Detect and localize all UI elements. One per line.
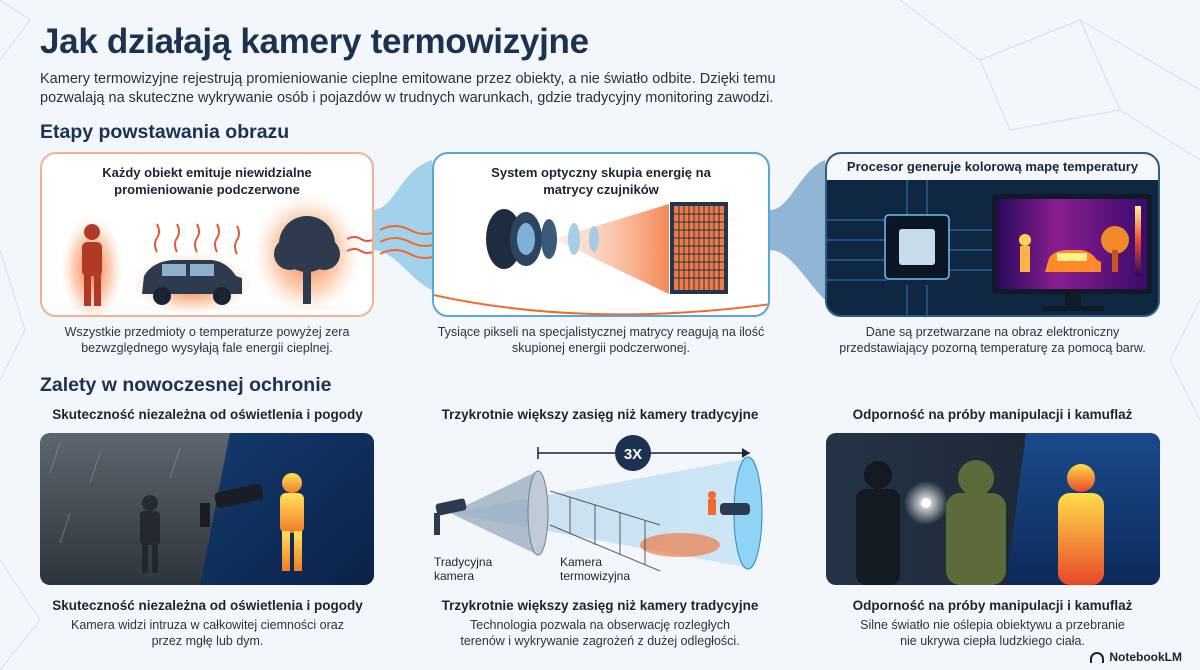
advantage-title: Odporność na próby manipulacji i kamufla… [852, 407, 1133, 422]
label-thermal-camera: Kamera termowizyjna [560, 555, 631, 583]
thermal-person-icon [280, 473, 304, 571]
masked-person-icon [856, 461, 900, 585]
fence-icon [549, 490, 661, 572]
stage-panel-optics: System optyczny skupia energię na matryc… [432, 152, 770, 317]
stage-title: System optyczny skupia energię na matryc… [491, 165, 711, 197]
brand-watermark: NotebookLM [1090, 650, 1182, 664]
advantage-caption: Silne światło nie oślepia obiektywu a pr… [860, 618, 1125, 648]
advantage-image-weather [40, 433, 374, 585]
tree-icon [274, 216, 340, 304]
advantage-image-camouflage [826, 433, 1160, 585]
range-comparison-illustration: 3X [434, 435, 763, 572]
processor-illustration [827, 180, 1152, 315]
range-multiplier: 3X [624, 446, 642, 463]
ghillie-suit-icon [946, 460, 1006, 585]
advantage-caption: Kamera widzi intruza w całkowitej ciemno… [70, 618, 344, 648]
heat-waves-icon [154, 223, 240, 255]
camouflage-comparison-illustration [826, 433, 1160, 585]
brand-label: NotebookLM [1109, 650, 1182, 664]
advantage-title: Skuteczność niezależna od oświetlenia i … [52, 407, 363, 422]
intro-text: Kamery termowizyjne rejestrują promienio… [40, 71, 776, 106]
person-icon [82, 224, 102, 306]
notebooklm-logo-icon [1090, 651, 1105, 663]
stages-heading: Etapy powstawania obrazu [40, 121, 290, 143]
small-car-icon [720, 503, 750, 515]
advantage-caption: Technologia pozwala na obserwację rozleg… [460, 618, 740, 648]
advantage-image-range: 3X Tradycyjna kamera Kam [420, 433, 780, 585]
stage-panel-emission: Każdy obiekt emituje niewidzialne promie… [40, 152, 374, 317]
thermal-person-icon [1058, 464, 1104, 585]
small-person-icon [708, 491, 716, 515]
advantage-title-bottom: Odporność na próby manipulacji i kamufla… [852, 598, 1133, 613]
advantages-heading: Zalety w nowoczesnej ochronie [40, 374, 332, 396]
monitor-icon [992, 194, 1152, 311]
lens-icon [486, 209, 599, 269]
stage-title: Procesor generuje kolorową mapę temperat… [827, 154, 1158, 180]
page-title: Jak działają kamery termowizyjne [40, 22, 589, 61]
sensor-matrix-icon [670, 202, 728, 294]
weather-comparison-illustration [40, 433, 374, 585]
circuit-lines [827, 180, 992, 315]
security-camera-icon [434, 498, 467, 535]
advantage-title: Trzykrotnie większy zasięg niż kamery tr… [441, 407, 759, 422]
car-icon [142, 260, 242, 305]
cpu-icon [884, 214, 950, 280]
stage-connectors [372, 160, 825, 300]
stage-caption: Wszystkie przedmioty o temperaturze powy… [64, 325, 350, 355]
stage-caption: Tysiące pikseli na specjalistycznej matr… [437, 325, 765, 355]
optics-illustration [434, 202, 768, 315]
advantage-title-bottom: Trzykrotnie większy zasięg niż kamery tr… [441, 598, 759, 613]
stage-title: Każdy obiekt emituje niewidzialne promie… [102, 165, 312, 197]
stage-caption: Dane są przetwarzane na obraz elektronic… [839, 325, 1146, 355]
advantage-title-bottom: Skuteczność niezależna od oświetlenia i … [52, 598, 363, 613]
emission-illustration [60, 192, 372, 315]
stage-panel-processor: Procesor generuje kolorową mapę temperat… [825, 152, 1160, 317]
security-camera-icon [200, 483, 264, 527]
label-traditional-camera: Tradycyjna kamera [434, 555, 493, 583]
